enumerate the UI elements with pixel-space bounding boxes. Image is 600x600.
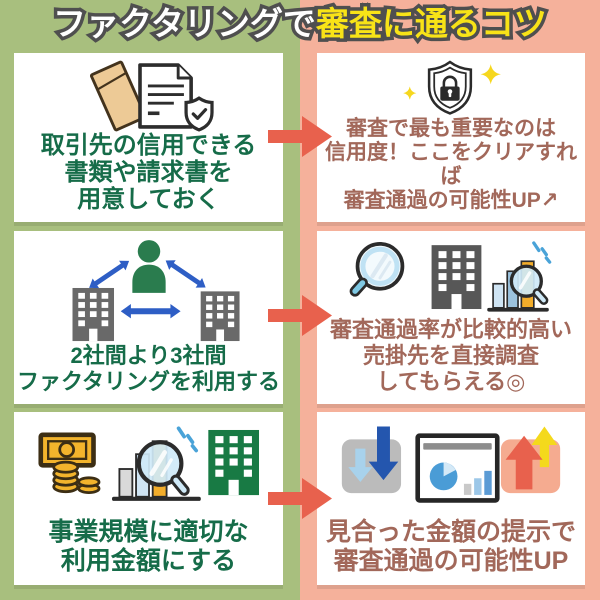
card-text: 事業規模に適切な 利用金額にする [48,518,248,576]
text-line: 審査で最も重要なのは [346,117,556,140]
text-line: 審査通過率が比較的高い [329,317,572,342]
text-line: 取引先の信用できる [40,132,257,159]
money-icon [37,432,100,494]
text-line: 利用金額にする [60,547,237,575]
text-line: してもらえる◎ [376,369,526,394]
title-part-highlight: 審査に通るコツ [312,2,550,46]
text-line: 2社間より3社間 [70,343,227,368]
text-line: 書類や請求書を [64,159,233,186]
page-title-fill: ファクタリングで審査に通るコツ [0,1,600,47]
card-credit-importance: 審査で最も重要なのは 信用度！ここをクリアすれば 審査通過の可能性UP↗ [317,53,585,222]
card-prepare-documents: 取引先の信用できる 書類や請求書を 用意しておく [14,53,283,222]
page-title: ファクタリングで審査に通るコツ ファクタリングで審査に通るコツ [0,1,600,49]
magnifier-icon [349,241,404,297]
title-part-factoring: ファクタリングで [53,5,316,42]
card-text: 審査通過率が比較的高い 売掛先を直接調査 してもらえる◎ [330,317,572,395]
card-matched-amount: 見合った金額の提示で 審査通過の可能性UP [317,412,585,585]
matched-amount-result-icon [341,426,561,503]
title-part-highlight: 審査に通るコツ [315,5,547,42]
investigate-company-icon [349,241,551,312]
text-line: 信用度！ここをクリアすれば [325,141,577,188]
bar-chart-magnifier-icon [111,426,201,501]
analytics-window-icon [415,433,500,503]
card-text: 2社間より3社間 ファクタリングを利用する [17,343,280,395]
sparkle-icon [403,86,417,100]
text-line: 見合った金額の提示で [325,518,576,546]
double-arrow-icon [161,255,209,293]
text-line: 用意しておく [77,186,220,213]
text-line: 審査通過の可能性UP↗ [343,189,559,212]
connector-arrow-icon [268,293,332,338]
green-building-icon [207,429,259,496]
documents-shield-icon [89,60,214,132]
connector-arrow-icon [268,114,332,159]
building-icon [200,291,240,342]
text-line: 審査通過の可能性UP [333,547,569,575]
person-icon [137,240,160,263]
card-appropriate-amount: 事業規模に適切な 利用金額にする [14,412,283,585]
text-line: 事業規模に適切な [48,518,249,546]
up-arrows-icon [500,426,561,494]
sparkle-icon [480,64,501,85]
title-part-factoring: ファクタリングで [50,2,320,46]
card-direct-investigation: 審査通過率が比較的高い 売掛先を直接調査 してもらえる◎ [317,231,585,404]
business-scale-amount-icon [37,426,259,501]
text-line: 売掛先を直接調査 [362,343,539,368]
double-arrow-icon [120,304,181,319]
page-title-outline: ファクタリングで審査に通るコツ [0,1,600,47]
down-arrows-icon [341,426,402,494]
connector-arrow-icon [268,476,332,521]
double-arrow-icon [85,256,132,293]
building-icon [431,245,481,310]
shield-lock-sparkles-icon [403,60,501,115]
bar-chart-magnifier-icon [486,241,551,312]
card-three-party-factoring: 2社間より3社間 ファクタリングを利用する [14,231,283,404]
building-icon [71,287,114,342]
text-line: ファクタリングを利用する [16,369,281,394]
card-text: 見合った金額の提示で 審査通過の可能性UP [326,518,576,576]
three-party-factoring-icon [71,240,240,342]
card-text: 取引先の信用できる 書類や請求書を 用意しておく [41,132,257,213]
card-text: 審査で最も重要なのは 信用度！ここをクリアすれば 審査通過の可能性UP↗ [317,117,585,213]
